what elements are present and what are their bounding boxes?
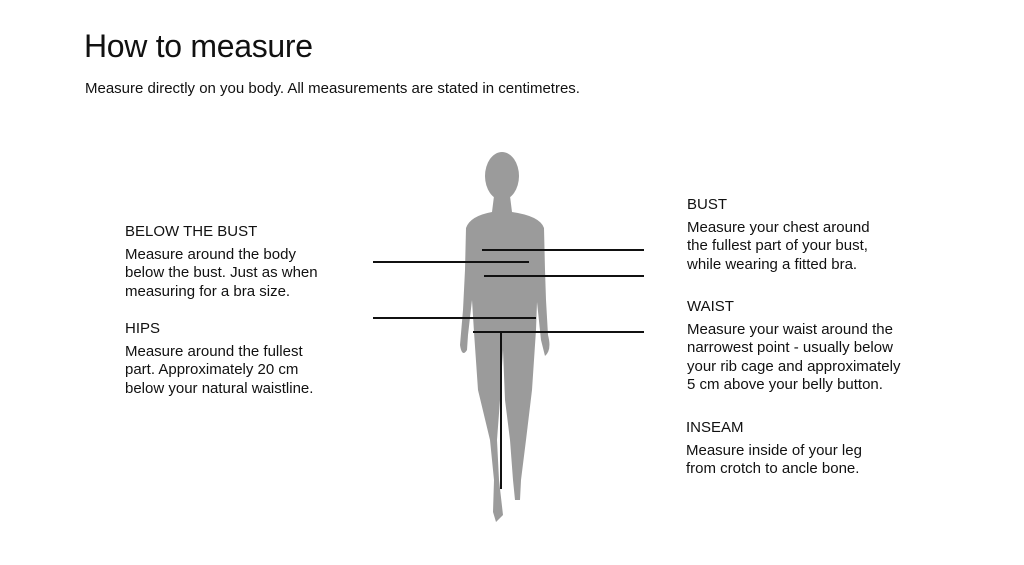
waist-heading: WAIST (687, 298, 734, 315)
below-bust-text-2: below the bust. Just as when (125, 264, 318, 281)
waist-text-4: 5 cm above your belly button. (687, 376, 883, 393)
waist-text-1: Measure your waist around the (687, 320, 893, 338)
waist-info: WAIST Measure your waist around the narr… (687, 298, 900, 395)
inseam-text-1: Measure inside of your leg (686, 441, 862, 459)
below-bust-text-3: measuring for a bra size. (125, 282, 291, 300)
waist-text-3: your rib cage and approximately (687, 357, 901, 375)
below-bust-info: BELOW THE BUST Measure around the body b… (125, 223, 318, 301)
below-bust-heading: BELOW THE BUST (125, 223, 258, 240)
bust-text-3: while wearing a fitted bra. (687, 255, 858, 273)
page-subtitle: Measure directly on you body. All measur… (85, 80, 580, 97)
hips-info: HIPS Measure around the fullest part. Ap… (125, 320, 313, 398)
hips-text-3: below your natural waistline. (125, 379, 314, 397)
body-silhouette (460, 152, 550, 522)
bust-text-1: Measure your chest around (687, 218, 870, 236)
below-bust-text-1: Measure around the body (125, 245, 296, 263)
hips-heading: HIPS (125, 320, 161, 337)
bust-info: BUST Measure your chest around the fulle… (687, 196, 870, 274)
hips-text-1: Measure around the fullest (125, 342, 303, 360)
bust-heading: BUST (687, 196, 728, 213)
inseam-text-2: from crotch to ancle bone. (686, 460, 860, 477)
waist-text-2: narrowest point - usually below (687, 339, 893, 356)
page-title: How to measure (84, 28, 313, 64)
inseam-heading: INSEAM (686, 419, 744, 436)
hips-text-2: part. Approximately 20 cm (125, 361, 299, 378)
bust-text-2: the fullest part of your bust, (687, 237, 868, 254)
inseam-info: INSEAM Measure inside of your leg from c… (686, 419, 862, 479)
